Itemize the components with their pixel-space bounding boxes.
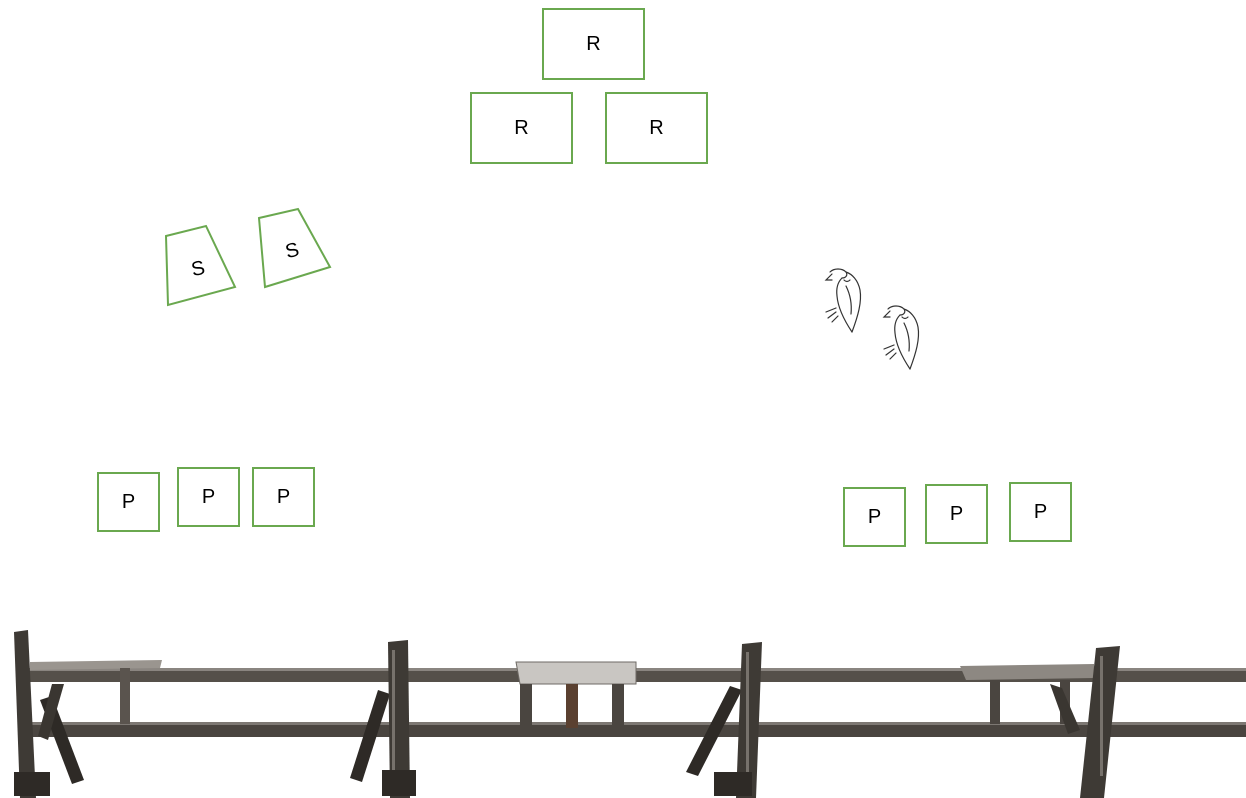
fence-plank: [960, 664, 1094, 680]
s-shape-right: S: [259, 209, 330, 287]
wooden-fence: [14, 630, 1246, 798]
s-shape-left: S: [166, 226, 235, 305]
fence-plank: [516, 662, 636, 684]
vulture-icon: [884, 306, 919, 369]
vulture-icon: [826, 269, 861, 332]
